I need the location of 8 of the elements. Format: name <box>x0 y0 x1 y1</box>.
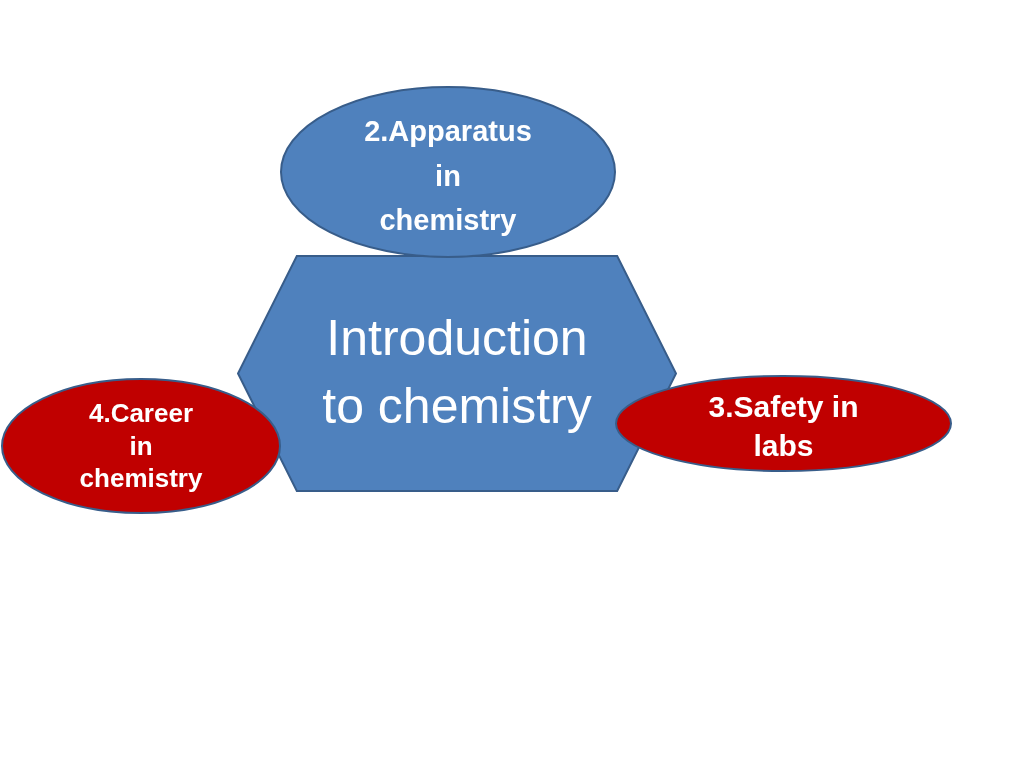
topic-label: Introduction to chemistry <box>321 308 593 436</box>
topic-label: 2.Apparatus in chemistry <box>364 113 532 239</box>
topic-label: 4.Career in chemistry <box>79 397 203 495</box>
topic-ellipse <box>1 378 281 514</box>
main-topic-hexagon <box>237 255 677 492</box>
topic-ellipse <box>280 86 616 258</box>
topic-label: 3.Safety in labs <box>707 388 860 464</box>
topic-ellipse <box>615 375 952 472</box>
